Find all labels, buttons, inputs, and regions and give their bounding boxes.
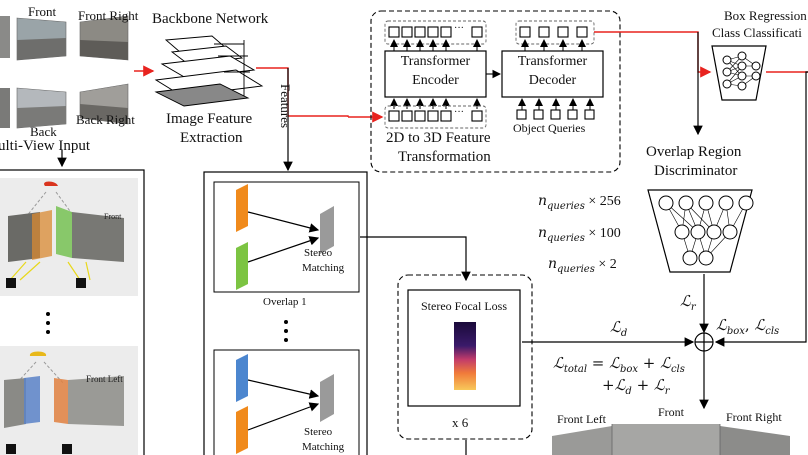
bottom-front-left-label: Front Left (557, 412, 606, 426)
loss-total-line1: ℒtotal = ℒbox + ℒcls (553, 354, 685, 375)
stereo-matching-block-2 (320, 374, 334, 422)
features-label: Features (278, 84, 293, 129)
encoder-input-tokens (384, 105, 487, 129)
stereo-focal-loss-label: Stereo Focal Loss (421, 299, 507, 313)
backbone-red-path (256, 67, 349, 117)
object-query-boxes (516, 109, 595, 120)
dim-2: nqueries × 2 (548, 256, 617, 275)
loss-sum-node (694, 332, 714, 352)
encoder-bottom-ellipsis: ··· (454, 107, 464, 118)
overlap1-box (213, 181, 360, 293)
loss-total-line2: +ℒd + ℒr (602, 376, 670, 397)
stereo-matching-1-line1: Stereo (304, 247, 333, 259)
encoder-label-line2: Encoder (412, 73, 459, 88)
vertical-ellipsis-left (46, 312, 50, 334)
camera-front-label: Front (28, 4, 57, 19)
loss-ld-label: ℒd (610, 318, 628, 339)
overlap-front-left-small-label: Front Left (86, 374, 123, 384)
dim-100: nqueries × 100 (538, 225, 621, 244)
bottom-view-strip (552, 424, 790, 455)
disparity-heatmap (454, 322, 476, 390)
overlap-front-small-label: Front (104, 212, 122, 221)
multi-view-input-label: ulti-View Input (0, 138, 90, 154)
overlap-bottom-illustration (4, 351, 124, 454)
bottom-front-label: Front (658, 405, 685, 419)
head-loss-arrow (714, 71, 808, 347)
image-feature-line2: Extraction (180, 130, 243, 146)
backbone-planes (154, 35, 264, 107)
box-regression-label: Box Regression (724, 8, 807, 23)
transform-label-line2: Transformation (398, 149, 491, 165)
class-classification-label: Class Classificati (712, 25, 802, 40)
loss-box-cls-label: ℒbox, ℒcls (716, 316, 780, 337)
encoder-output-tokens (384, 20, 487, 45)
stereo-matching-block-1 (320, 206, 334, 254)
decoder-label-line2: Decoder (528, 73, 577, 88)
transformer-container (370, 10, 621, 173)
discriminator-label-line2: Discriminator (654, 163, 738, 179)
stereo-to-focal-arrow (360, 236, 471, 282)
transform-label-line1: 2D to 3D Feature (386, 130, 491, 146)
camera-photos-top (0, 15, 129, 129)
camera-front-right-label: Front Right (78, 8, 139, 23)
backbone-network-title: Backbone Network (152, 11, 269, 27)
object-queries-label: Object Queries (513, 121, 586, 135)
focal-loss-container (397, 274, 533, 440)
dim-256: nqueries × 256 (538, 193, 621, 212)
overlap-top-illustration (6, 181, 124, 288)
repeat-x6-label: x 6 (452, 415, 469, 430)
stereo-matching-1-line2: Matching (302, 262, 345, 274)
transformer-decoder-box (501, 50, 604, 98)
decoder-label-line1: Transformer (517, 54, 588, 69)
overlap-1-label: Overlap 1 (263, 296, 307, 308)
loss-lr-label: ℒr (680, 292, 696, 313)
stereo-matching-2-line1: Stereo (304, 426, 333, 438)
vertical-ellipsis-middle (284, 320, 288, 342)
bottom-front-right-label: Front Right (726, 410, 782, 424)
discriminator-label-line1: Overlap Region (646, 144, 742, 160)
image-feature-line1: Image Feature (166, 111, 253, 127)
stereo-matching-2-line2: Matching (302, 441, 345, 453)
encoder-label-line1: Transformer (400, 54, 471, 69)
overlap-n-box (213, 349, 360, 455)
camera-back-right-label: Back Right (76, 112, 135, 127)
camera-back-label: Back (30, 124, 57, 139)
transformer-encoder-box (384, 50, 487, 98)
encoder-top-ellipsis: ··· (454, 23, 464, 34)
decoder-to-head-arrow (594, 31, 712, 78)
